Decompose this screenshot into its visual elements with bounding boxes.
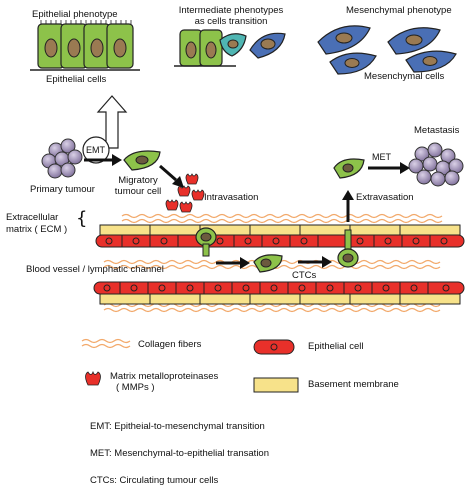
label-intermediate-1: Intermediate phenotypes [178,5,284,16]
definition-met: MET: Mesenchymal-to-epithelial transatio… [90,448,269,459]
extravasation-arrow-head [342,190,354,200]
upper-vessel-wall [95,224,465,248]
met-arrow-head [400,162,410,174]
legend-label-mmp-1: Matrix metalloproteinases [110,371,219,382]
label-vessel: Blood vessel / lymphatic channel [26,264,164,275]
lower-vessel-wall [93,281,465,305]
label-primary-tumour: Primary tumour [30,184,95,195]
label-extravasation: Extravasation [356,192,414,203]
label-ecm-1: Extracellular [6,212,59,223]
label-mesenchymal-cells: Mesenchymal cells [364,71,445,82]
legend-label-basement: Basement membrane [308,379,399,390]
label-emt: EMT [86,145,105,155]
intravasation-arrow-shaft [159,164,177,182]
vessel-arrow-left-head [240,257,250,269]
legend-basement-swatch [253,377,299,393]
label-ecm-2: matrix ( ECM ) [6,224,68,235]
label-intermediate-2: as cells transition [194,16,268,27]
label-migratory-2: tumour cell [114,186,162,197]
intravasation-arrow-head [172,176,184,188]
intravasating-cell [195,227,217,257]
definition-emt: EMT: Epitheial-to-mesenchymal transition [90,421,265,432]
legend-label-collagen: Collagen fibers [138,339,202,350]
emt-circle [82,136,110,164]
label-ctcs: CTCs [292,270,317,281]
primary-tumour-cluster [41,138,83,179]
legend-label-mmp-2: ( MMPs ) [116,382,155,393]
migratory-cell-nucleus [135,155,149,165]
definition-ctcs: CTCs: Circulating tumour cells [90,475,219,486]
ecm-brace: { [76,208,87,229]
legend-epithelial-cell-swatch [253,339,295,355]
label-epithelial-cells: Epithelial cells [46,74,107,85]
legend-collagen-swatch [81,338,131,344]
mesenchymal-cells-illustration [317,25,457,75]
label-met: MET [372,152,391,162]
emt-arrow-head [112,154,122,166]
met-cell-nucleus [342,163,354,173]
intermediate-cells-illustration [174,29,286,67]
legend-mmp-swatch [85,370,101,386]
label-intravasation: Intravasation [204,192,259,203]
epithelial-cells-illustration [30,20,140,71]
legend-collagen-swatch-2 [81,343,131,349]
emt-up-arrow [96,95,128,149]
mmp-symbols [165,173,205,213]
ctc-cell-nucleus [260,258,272,268]
legend-label-epithelial-cell: Epithelial cell [308,341,364,352]
extravasating-cell [337,229,359,268]
metastasis-cluster [408,142,464,187]
label-metastasis: Metastasis [414,125,460,136]
label-mesenchymal-phenotype: Mesenchymal phenotype [346,5,452,16]
legend-epithelial-cell-dot [270,343,278,351]
vessel-arrow-right-head [322,256,332,268]
label-epithelial-phenotype: Epithelial phenotype [32,9,118,20]
label-migratory-1: Migratory [118,175,158,186]
